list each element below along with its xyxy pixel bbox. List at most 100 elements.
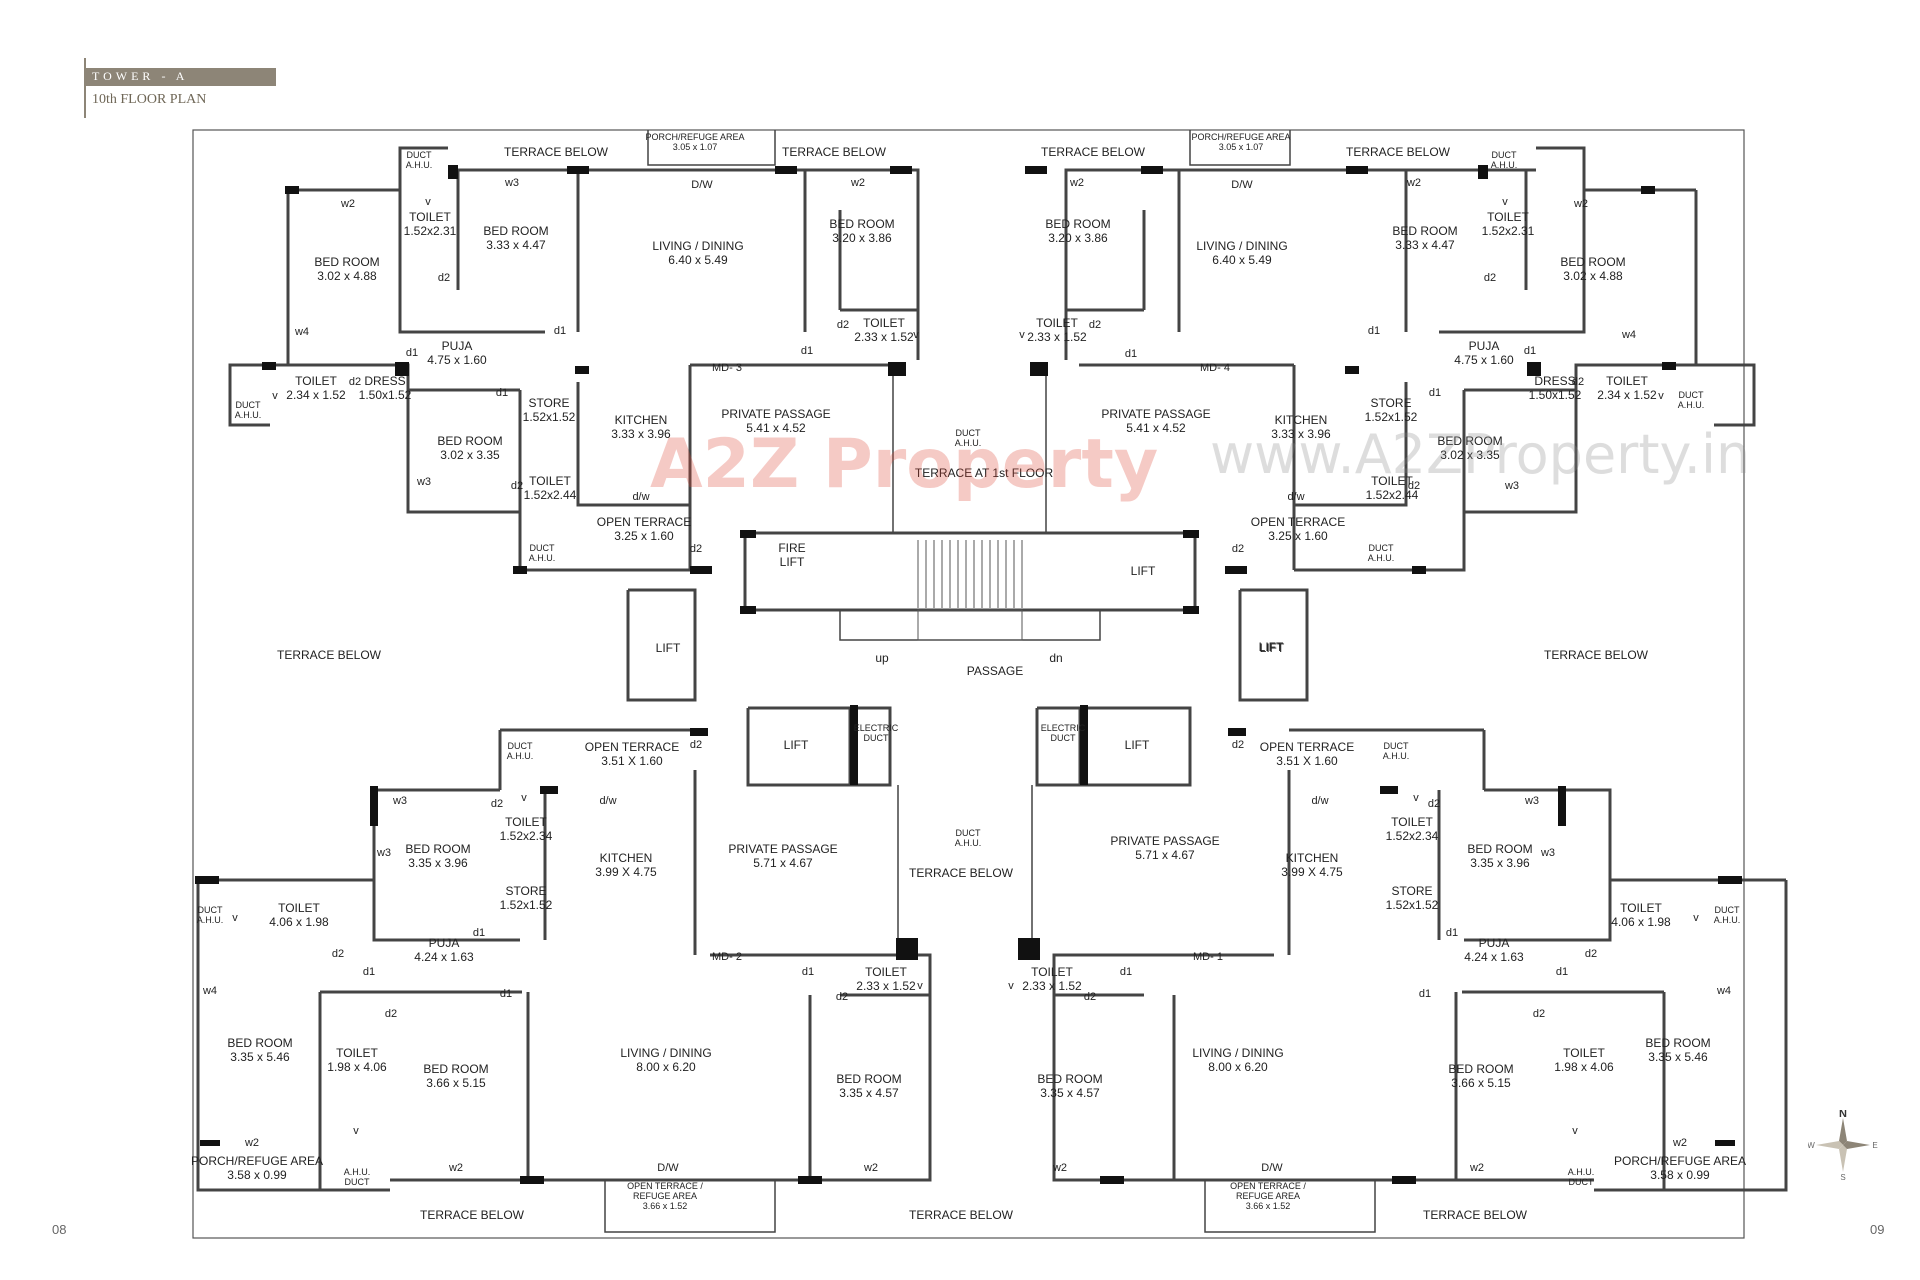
opening-mark-83: w2 xyxy=(1469,1162,1484,1174)
opening-mark-69: d2 xyxy=(1585,948,1597,960)
core-wall-2 xyxy=(626,588,697,702)
opening-mark-78: d2 xyxy=(1533,1008,1545,1020)
stair-landing xyxy=(917,609,1023,641)
column-17 xyxy=(1662,362,1676,370)
opening-mark-53: v xyxy=(917,980,923,992)
column-2 xyxy=(567,166,589,174)
room-label-b17-1: 3.25 x 1.60 xyxy=(1268,529,1328,543)
room-label-f4-0: DUCT xyxy=(1384,741,1409,751)
room-label-f7-1: 1.52x2.34 xyxy=(1386,829,1439,843)
room-label-f14-0: LIVING / DINING xyxy=(1192,1046,1283,1060)
thin-line-4 xyxy=(839,610,1101,641)
opening-mark-45: w3 xyxy=(376,847,391,859)
wall-ur-1 xyxy=(1064,168,1536,360)
opening-mark-24: v xyxy=(1502,196,1508,208)
column-13 xyxy=(1346,166,1368,174)
room-label-f2-0: LIFT xyxy=(1125,738,1150,752)
room-label-f20-0: PORCH/REFUGE AREA xyxy=(1614,1154,1746,1168)
column-12 xyxy=(1478,165,1488,179)
wall-ul-1 xyxy=(448,168,920,360)
room-label-b4-0: TOILET xyxy=(1487,210,1529,224)
room-label-d5-1: 1.52x2.34 xyxy=(500,829,553,843)
room-label-d20-0: A.H.U. xyxy=(344,1167,371,1177)
room-label-b9-1: 1.50x1.52 xyxy=(1529,388,1582,402)
room-label-b6-0: BED ROOM xyxy=(1560,255,1625,269)
room-label-b2-1: 6.40 x 5.49 xyxy=(1212,253,1272,267)
opening-mark-21: D/W xyxy=(1231,179,1253,191)
room-label-a2-0: TOILET xyxy=(409,210,451,224)
wall-ur-0 xyxy=(1536,146,1696,192)
room-label-d14-1: 3.35 x 5.46 xyxy=(230,1050,290,1064)
room-label-b3-1: 3.20 x 3.86 xyxy=(1048,231,1108,245)
opening-mark-42: d2 xyxy=(491,798,503,810)
opening-mark-57: v xyxy=(353,1125,359,1137)
room-label-d1-0: OPEN TERRACE xyxy=(585,740,679,754)
room-label-b4-1: 1.52x2.31 xyxy=(1482,224,1535,238)
opening-mark-0: w2 xyxy=(340,198,355,210)
opening-mark-2: D/W xyxy=(691,179,713,191)
room-label-b10-1: 2.34 x 1.52 xyxy=(1597,388,1657,402)
room-label-c1-1: A.H.U. xyxy=(955,438,982,448)
room-label-b11-0: DUCT xyxy=(1679,390,1704,400)
room-label-a5-0: BED ROOM xyxy=(829,217,894,231)
opening-mark-27: w4 xyxy=(1621,329,1636,341)
wall-ur-9 xyxy=(1574,363,1696,425)
column-14 xyxy=(1141,166,1163,174)
room-label-f20-1: 3.58 x 0.99 xyxy=(1650,1168,1710,1182)
opening-mark-43: v xyxy=(521,792,527,804)
opening-mark-39: MD- 4 xyxy=(1200,362,1230,374)
column-0 xyxy=(285,186,299,194)
wall-ul-13 xyxy=(576,382,690,507)
opening-mark-22: w2 xyxy=(1406,177,1421,189)
column-41 xyxy=(1183,606,1199,614)
column-9 xyxy=(575,366,589,374)
room-label-a9-0: TOILET xyxy=(295,374,337,388)
opening-mark-8: d1 xyxy=(406,347,418,359)
opening-mark-77: d1 xyxy=(1419,988,1431,1000)
room-label-b9-0: DRESS xyxy=(1534,374,1575,388)
opening-mark-73: d1 xyxy=(1120,966,1132,978)
room-label-d14-0: BED ROOM xyxy=(227,1036,292,1050)
room-label-d19-0: PORCH/REFUGE AREA xyxy=(191,1154,323,1168)
room-label-d10-1: 4.06 x 1.98 xyxy=(269,915,329,929)
core-wall-9 xyxy=(1037,706,1082,785)
room-label-a12-0: STORE xyxy=(528,396,569,410)
column-35 xyxy=(1392,1176,1416,1184)
opening-mark-3: w2 xyxy=(850,177,865,189)
room-label-b8-0: PUJA xyxy=(1469,339,1500,353)
room-label-b3-0: BED ROOM xyxy=(1045,217,1110,231)
room-label-t4-0: TERRACE BELOW xyxy=(1041,145,1146,159)
room-label-b5-0: DUCT xyxy=(1492,150,1517,160)
room-label-b1-0: BED ROOM xyxy=(1392,224,1457,238)
opening-mark-63: d2 xyxy=(1428,798,1440,810)
room-label-f8-0: BED ROOM xyxy=(1467,842,1532,856)
room-label-d21-0: TERRACE BELOW xyxy=(420,1208,525,1222)
wall-ul-2 xyxy=(228,190,290,427)
wall-lr-2 xyxy=(1464,790,1612,942)
opening-mark-35: d2 xyxy=(1232,543,1244,555)
room-label-a4-1: 6.40 x 5.49 xyxy=(668,253,728,267)
column-7 xyxy=(888,362,906,376)
opening-mark-36: v xyxy=(1019,329,1025,341)
column-1 xyxy=(448,165,458,179)
core-wall-8 xyxy=(850,706,892,787)
compass-e: E xyxy=(1872,1141,1877,1150)
room-label-c5-0: LIFT xyxy=(1260,641,1285,655)
room-label-f19-0: A.H.U. xyxy=(1568,1167,1595,1177)
opening-mark-82: D/W xyxy=(1261,1162,1283,1174)
opening-mark-76: w4 xyxy=(1716,985,1731,997)
room-label-b12-0: STORE xyxy=(1370,396,1411,410)
room-label-d18-0: BED ROOM xyxy=(836,1072,901,1086)
room-label-b18-1: A.H.U. xyxy=(1368,553,1395,563)
core-wall-7 xyxy=(1035,706,1192,787)
room-label-d4-1: DUCT xyxy=(864,733,889,743)
room-label-a2-1: 1.52x2.31 xyxy=(404,224,457,238)
room-label-f19-1: DUCT xyxy=(1569,1177,1594,1187)
room-label-d2-1: A.H.U. xyxy=(507,751,534,761)
wall-ul-3 xyxy=(398,190,545,334)
opening-mark-18: d1 xyxy=(801,345,813,357)
opening-mark-6: d1 xyxy=(554,325,566,337)
room-label-f13-0: TOILET xyxy=(1031,965,1073,979)
room-label-c6-0: PASSAGE xyxy=(967,664,1023,678)
